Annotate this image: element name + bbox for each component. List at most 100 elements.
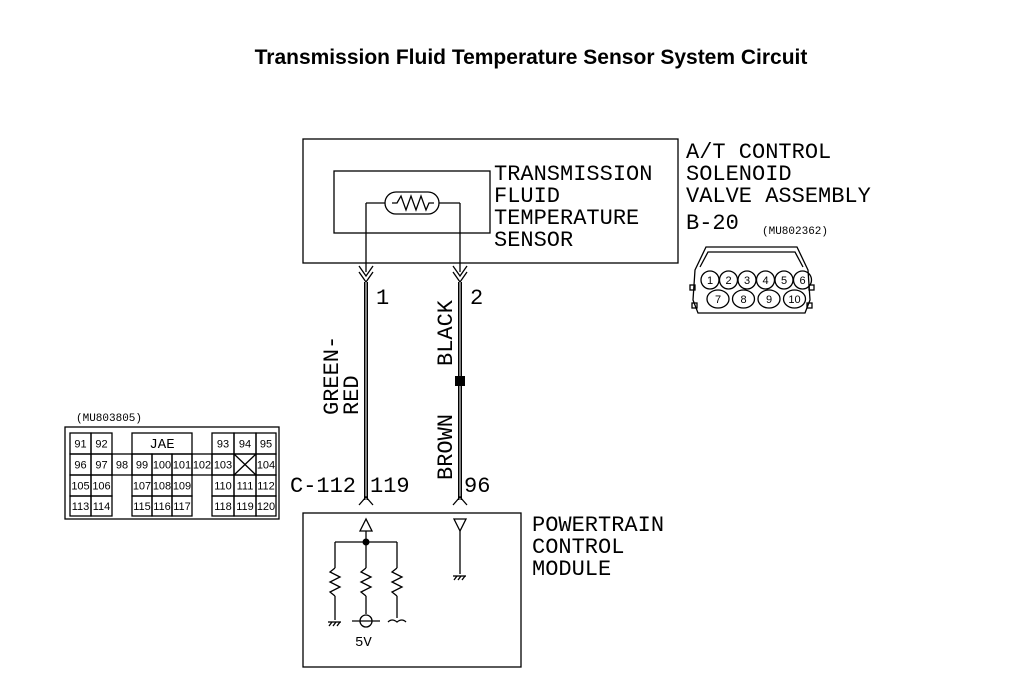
connector-id-c112: C-112: [290, 474, 356, 499]
svg-text:POWERTRAIN: POWERTRAIN: [532, 513, 664, 538]
b20-pin: 7: [706, 289, 730, 309]
svg-text:3: 3: [744, 275, 750, 287]
svg-text:97: 97: [95, 460, 107, 472]
svg-text:113: 113: [72, 501, 90, 513]
b20-pin: 8: [731, 289, 756, 309]
diagram-title: Transmission Fluid Temperature Sensor Sy…: [255, 46, 808, 69]
pcm-pin-cell: 105: [69, 474, 92, 497]
pcm-pin-cell: 100: [151, 453, 173, 476]
svg-text:CONTROL: CONTROL: [532, 535, 624, 560]
pcm-label: POWERTRAIN CONTROL MODULE: [532, 513, 664, 582]
svg-text:7: 7: [715, 294, 721, 306]
pcm-pin-cell: 108: [151, 474, 173, 497]
svg-text:96: 96: [74, 460, 86, 472]
svg-text:115: 115: [133, 501, 151, 513]
b20-pin: 1: [700, 270, 720, 290]
b20-pin: 6: [792, 270, 813, 290]
sensor-label: TRANSMISSION FLUID TEMPERATURE SENSOR: [494, 162, 652, 253]
svg-text:2: 2: [725, 275, 731, 287]
connector-id-b20: B-20: [686, 211, 739, 236]
svg-text:TRANSMISSION: TRANSMISSION: [494, 162, 652, 187]
svg-text:111: 111: [237, 481, 254, 493]
pcm-pin-cell: 103: [211, 453, 235, 476]
pcm-pin-cell: 106: [90, 474, 113, 497]
svg-text:109: 109: [173, 481, 191, 493]
svg-text:107: 107: [133, 481, 151, 493]
pcm-pin-cell: 118: [211, 495, 235, 517]
pcm-box: [302, 512, 522, 668]
svg-text:100: 100: [153, 460, 171, 472]
pin-96-label: 96: [464, 474, 490, 499]
svg-text:99: 99: [136, 460, 148, 472]
svg-text:118: 118: [214, 501, 232, 513]
pcm-pin-cell: 98: [111, 453, 133, 476]
b20-pin: 5: [774, 270, 794, 290]
pin-2-label: 2: [470, 286, 483, 311]
svg-text:110: 110: [214, 481, 232, 493]
svg-text:108: 108: [153, 481, 171, 493]
wire-color-brown: BROWN: [434, 414, 459, 480]
svg-text:10: 10: [788, 294, 800, 306]
svg-text:103: 103: [214, 460, 232, 472]
svg-text:1: 1: [707, 275, 713, 287]
svg-text:120: 120: [257, 501, 275, 513]
svg-text:SENSOR: SENSOR: [494, 228, 573, 253]
svg-text:91: 91: [74, 439, 86, 451]
svg-text:4: 4: [762, 275, 768, 287]
svg-text:106: 106: [92, 481, 110, 493]
pcm-pin-cell: 110: [211, 474, 235, 497]
pcm-pin-cell: 91: [69, 432, 92, 455]
svg-text:A/T CONTROL: A/T CONTROL: [686, 140, 831, 165]
pcm-pin-cell: 115: [131, 495, 153, 517]
svg-text:TEMPERATURE: TEMPERATURE: [494, 206, 639, 231]
wire-green-red: [358, 265, 374, 506]
pcm-pin-cell: 92: [90, 432, 113, 455]
b20-pin: 9: [757, 289, 781, 309]
pcm-pin-cell: 104: [255, 453, 277, 476]
splice-point: [455, 376, 465, 386]
svg-text:92: 92: [95, 439, 107, 451]
pcm-pin-cell: 93: [211, 432, 235, 455]
svg-text:117: 117: [173, 501, 191, 513]
svg-text:116: 116: [153, 501, 171, 513]
svg-text:112: 112: [257, 481, 275, 493]
pcm-pin-cell: 113: [69, 495, 92, 517]
svg-text:104: 104: [257, 460, 275, 472]
pcm-pin-cell: 101: [171, 453, 193, 476]
assembly-label: A/T CONTROL SOLENOID VALVE ASSEMBLY B-20…: [686, 140, 871, 238]
svg-text:8: 8: [740, 294, 746, 306]
pcm-pin-cell: 116: [151, 495, 173, 517]
b20-pin: 10: [782, 289, 807, 309]
svg-text:95: 95: [260, 439, 272, 451]
pcm-pin-cell: 102: [191, 453, 213, 476]
ground-icon: [453, 575, 466, 581]
thermistor-icon: [365, 191, 461, 272]
pin-119-label: 119: [370, 474, 410, 499]
svg-text:JAE: JAE: [149, 437, 174, 453]
solenoid-valve-assembly-box: [302, 138, 679, 264]
sensor-box: [333, 170, 491, 234]
pcm-pin-cell: 99: [131, 453, 153, 476]
pcm-connector-face: [64, 426, 280, 520]
pcm-pin-cell: 107: [131, 474, 153, 497]
svg-text:98: 98: [116, 460, 128, 472]
pcm-pin-cell: 97: [90, 453, 113, 476]
svg-text:SOLENOID: SOLENOID: [686, 162, 792, 187]
svg-text:5: 5: [781, 275, 787, 287]
svg-text:94: 94: [239, 439, 251, 451]
pcm-pin-cell: 112: [255, 474, 277, 497]
pcm-pin-cell: 95: [255, 432, 277, 455]
pcm-pin-cell: 96: [69, 453, 92, 476]
pcm-connector-part-number: (MU803805): [76, 413, 142, 425]
b20-pin: 2: [718, 270, 739, 290]
pcm-connector-maker: JAE: [131, 432, 193, 455]
wire-brown-black: [452, 265, 468, 506]
wire-color-green: GREEN-: [320, 336, 345, 415]
wire-color-red: RED: [340, 375, 365, 415]
svg-text:105: 105: [71, 481, 89, 493]
b20-pin: 4: [755, 270, 776, 290]
svg-text:101: 101: [173, 460, 191, 472]
svg-text:114: 114: [93, 501, 111, 513]
pcm-pin-cell: 94: [233, 432, 257, 455]
